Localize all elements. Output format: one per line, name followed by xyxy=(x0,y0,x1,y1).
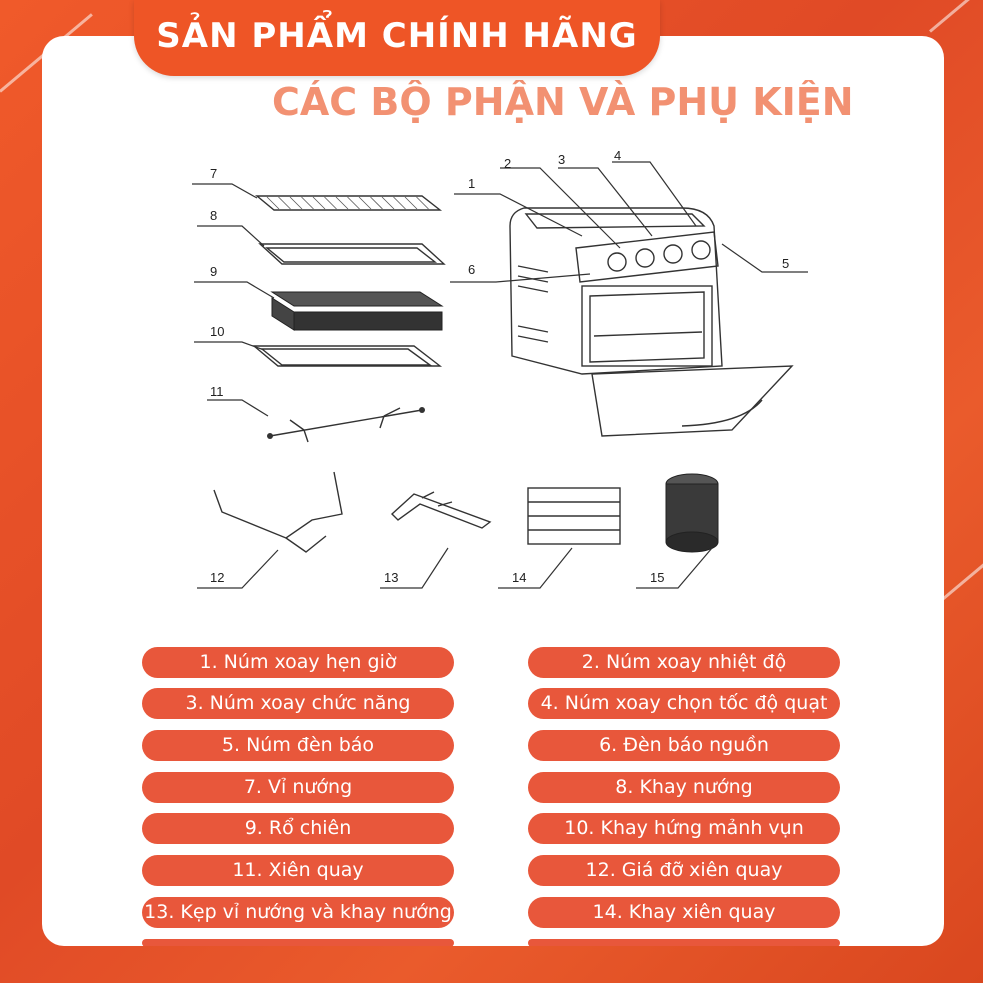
callout-8: 8 xyxy=(210,208,217,223)
badge-title: SẢN PHẨM CHÍNH HÃNG xyxy=(156,16,638,56)
part-label-11: 11. Xiên quay xyxy=(142,855,454,886)
rack-wire xyxy=(335,196,349,210)
part-label-7: 7. Vỉ nướng xyxy=(142,772,454,803)
rack-wire xyxy=(404,196,418,210)
part-label-14: 14. Khay xiên quay xyxy=(528,897,840,928)
callout-15: 15 xyxy=(650,570,664,585)
baking-tray-drawing xyxy=(258,243,446,265)
callout-5: 5 xyxy=(782,256,789,271)
rack-wire xyxy=(324,196,337,210)
part-label-10: 10. Khay hứng mảnh vụn xyxy=(528,813,840,844)
part-label-partial xyxy=(528,939,840,946)
part-label-12: 12. Giá đỡ xiên quay xyxy=(528,855,840,886)
callout-3: 3 xyxy=(558,152,565,167)
part-label-8: 8. Khay nướng xyxy=(528,772,840,803)
callout-10: 10 xyxy=(210,324,224,339)
callout-12: 12 xyxy=(210,570,224,585)
part-label-6: 6. Đèn báo nguồn xyxy=(528,730,840,761)
rack-wire xyxy=(370,196,383,210)
rack-wire xyxy=(312,196,326,210)
part-label-1: 1. Núm xoay hẹn giờ xyxy=(142,647,454,678)
callout-6: 6 xyxy=(468,262,475,277)
callout-1: 1 xyxy=(468,176,475,191)
parts-diagram: 7 8 9 10 11 1 2 3 4 5 6 12 13 14 15 xyxy=(192,148,808,589)
part-label-3: 3. Núm xoay chức năng xyxy=(142,688,454,719)
callout-7: 7 xyxy=(210,166,217,181)
section-heading: CÁC BỘ PHẬN VÀ PHỤ KIỆN xyxy=(272,80,854,124)
callout-13: 13 xyxy=(384,570,398,585)
rack-wire xyxy=(393,196,406,210)
rotisserie-stand-drawing xyxy=(213,471,343,553)
part-label-5: 5. Núm đèn báo xyxy=(142,730,454,761)
fry-basket-drawing xyxy=(270,291,444,331)
tong-drawing xyxy=(390,491,492,529)
callout-4: 4 xyxy=(614,148,621,163)
callout-9: 9 xyxy=(210,264,217,279)
rotisserie-cage-drawing xyxy=(527,487,621,545)
rotisserie-basket-drawing xyxy=(665,473,719,553)
part-label-4: 4. Núm xoay chọn tốc độ quạt xyxy=(528,688,840,719)
rack-wire xyxy=(266,196,280,210)
rotisserie-spit-drawing xyxy=(267,407,425,443)
content-card: CÁC BỘ PHẬN VÀ PHỤ KIỆN xyxy=(42,36,944,946)
rack-wire xyxy=(381,196,395,210)
grill-rack-drawing xyxy=(255,195,443,211)
crumb-tray-drawing xyxy=(252,345,443,367)
rack-wire xyxy=(416,196,429,210)
part-label-9: 9. Rổ chiên xyxy=(142,813,454,844)
part-label-13: 13. Kẹp vỉ nướng và khay nướng xyxy=(142,897,454,928)
part-label-partial xyxy=(142,939,454,946)
rack-wire xyxy=(301,196,314,210)
rack-wire xyxy=(278,196,291,210)
genuine-product-badge: SẢN PHẨM CHÍNH HÃNG xyxy=(134,0,660,76)
callout-11: 11 xyxy=(210,384,224,399)
rack-wire xyxy=(358,196,372,210)
rack-wire xyxy=(347,196,360,210)
rack-wire xyxy=(289,196,303,210)
callout-2: 2 xyxy=(504,156,511,171)
air-fryer-oven-drawing xyxy=(509,207,794,437)
callout-14: 14 xyxy=(512,570,526,585)
part-label-2: 2. Núm xoay nhiệt độ xyxy=(528,647,840,678)
